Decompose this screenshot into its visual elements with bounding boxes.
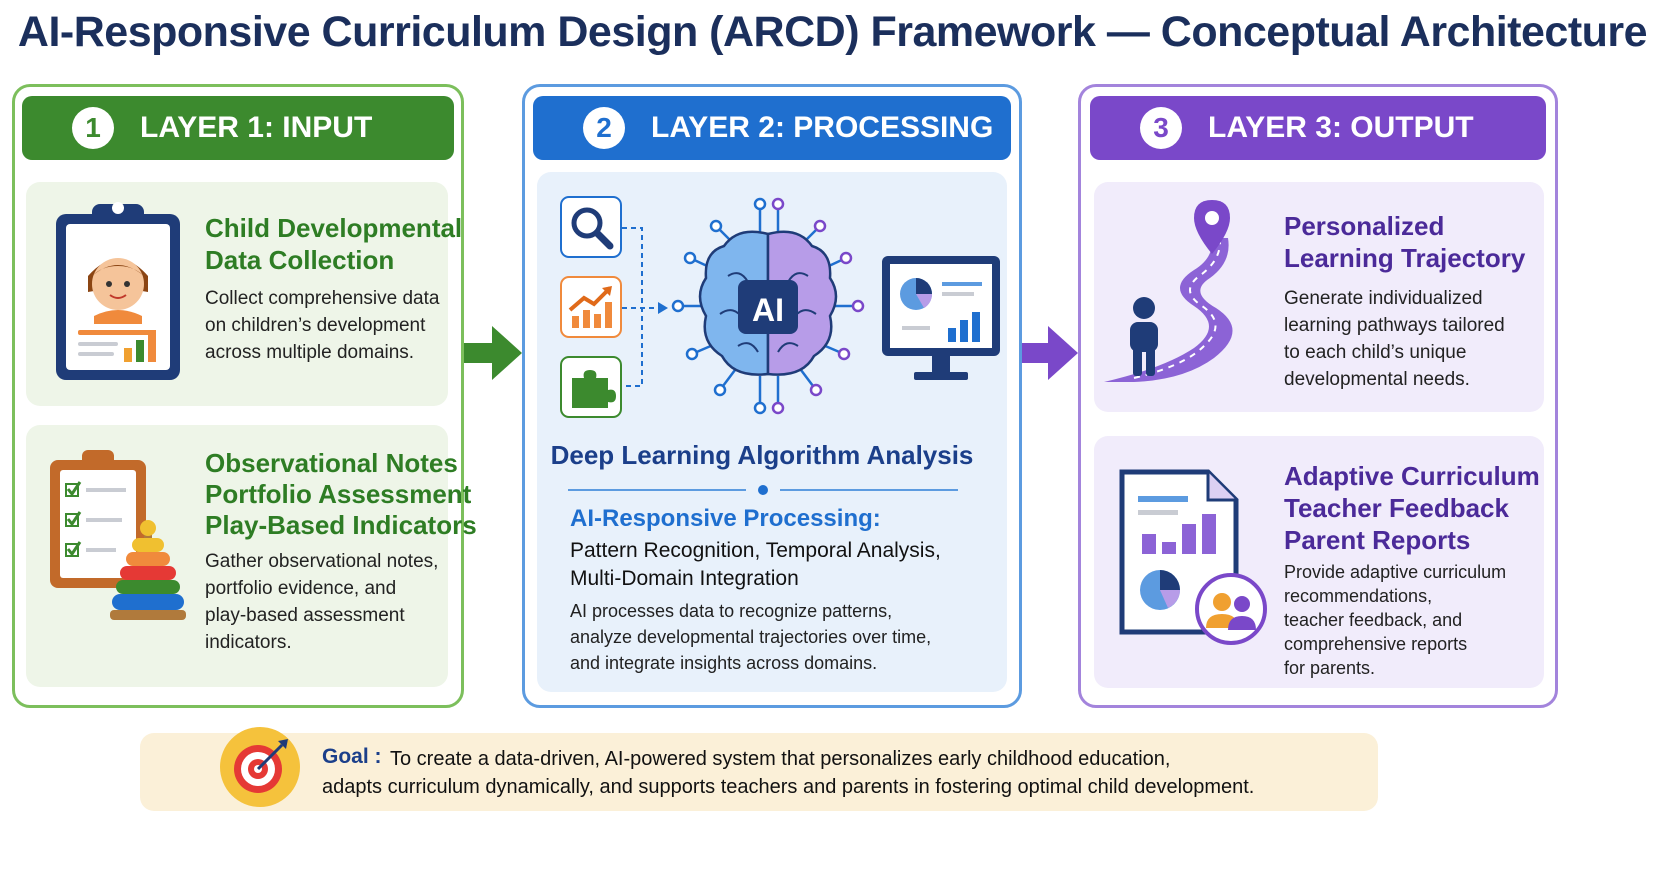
output-card-2-body: Provide adaptive curriculum recommendati… <box>1284 562 1507 678</box>
goal-text: To create a data-driven, AI-powered syst… <box>322 748 1255 798</box>
magnifier-icon <box>560 196 622 258</box>
ai-brain-label: AI <box>752 292 784 328</box>
layer-1-header: 1 LAYER 1: INPUT <box>22 96 454 160</box>
layer-1-number: 1 <box>72 107 114 149</box>
target-icon <box>220 727 300 807</box>
processing-subheading: AI-Responsive Processing: <box>570 505 881 532</box>
layer-3-header: 3 LAYER 3: OUTPUT <box>1090 96 1546 160</box>
output-card-1-body: Generate individualized learning pathway… <box>1284 288 1505 390</box>
page-title: AI-Responsive Curriculum Design (ARCD) F… <box>17 8 1648 56</box>
heading-divider <box>568 485 958 495</box>
input-card-2-title: Observational Notes Portfolio Assessment… <box>205 448 477 540</box>
road-pin-icon <box>1104 200 1233 382</box>
layer-3-number: 3 <box>1140 107 1182 149</box>
output-card-1-title: Personalized Learning Trajectory <box>1284 211 1526 273</box>
processing-heading: Deep Learning Algorithm Analysis <box>550 440 974 470</box>
monitor-dashboard-icon <box>882 256 1000 380</box>
checklist-clipboard-icon <box>50 450 146 588</box>
growth-chart-icon <box>560 276 622 338</box>
clipboard-child-icon <box>56 202 180 380</box>
puzzle-icon <box>560 356 622 418</box>
layer-3-label: LAYER 3: OUTPUT <box>1208 111 1474 144</box>
input-card-1-body: Collect comprehensive data on children’s… <box>205 288 440 363</box>
input-card-2-body: Gather observational notes, portfolio ev… <box>205 551 439 653</box>
child-figure-icon <box>1130 297 1158 376</box>
people-icon <box>1195 573 1267 645</box>
flow-arrow-input-to-processing <box>464 326 522 380</box>
layer-2-label: LAYER 2: PROCESSING <box>651 111 994 144</box>
dashed-connectors <box>622 227 668 387</box>
processing-methods: Pattern Recognition, Temporal Analysis, … <box>570 539 941 590</box>
layer-1-label: LAYER 1: INPUT <box>140 111 373 144</box>
flow-arrow-processing-to-output <box>1022 326 1078 380</box>
processing-body: AI processes data to recognize patterns,… <box>570 601 932 673</box>
stacking-rings-toy-icon <box>110 520 186 620</box>
ai-brain-icon <box>671 197 865 415</box>
output-card-2-title: Adaptive Curriculum Teacher Feedback Par… <box>1284 461 1540 555</box>
layer-2-header: 2 LAYER 2: PROCESSING <box>533 96 1011 160</box>
goal-bar <box>140 733 1378 811</box>
layer-2-number: 2 <box>583 107 625 149</box>
goal-label: Goal : <box>322 745 382 768</box>
input-card-1-title: Child Developmental Data Collection <box>205 213 463 275</box>
